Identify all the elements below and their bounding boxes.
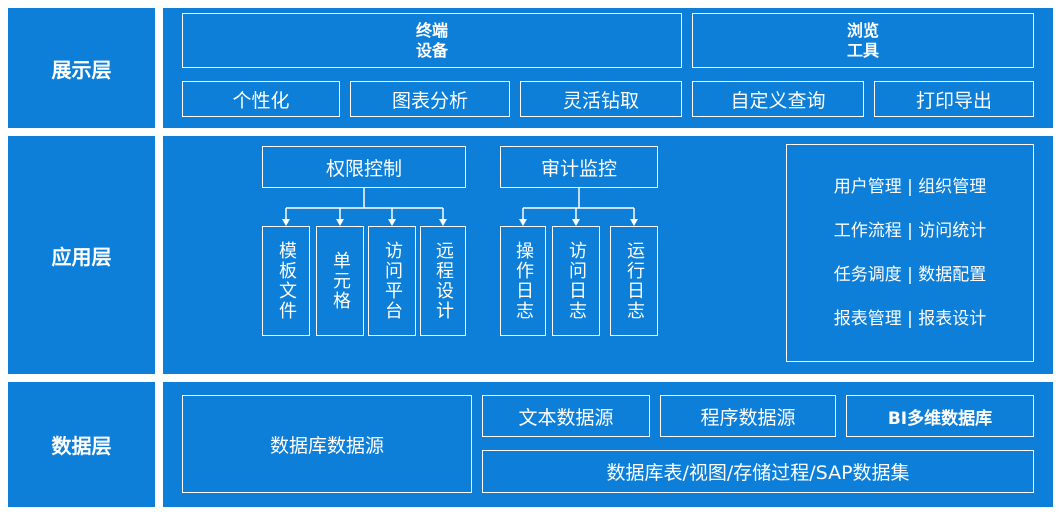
terminal-device-box: 终端 设备 xyxy=(182,13,682,68)
db-objects-box: 数据库表/视图/存储过程/SAP数据集 xyxy=(482,450,1034,493)
audit-monitor-box: 审计监控 xyxy=(500,146,658,188)
terminal-line-2: 设备 xyxy=(415,40,448,60)
feature-chart-analysis: 图表分析 xyxy=(350,81,510,117)
bi-database-box: BI多维数据库 xyxy=(846,395,1034,437)
list-item-schedule-config: 任务调度 | 数据配置 xyxy=(833,265,987,285)
data-layer-label-panel xyxy=(8,382,155,507)
list-item-workflow-stats: 工作流程 | 访问统计 xyxy=(833,221,987,241)
text-source-box: 文本数据源 xyxy=(482,395,650,437)
management-list-box: 用户管理 | 组织管理 工作流程 | 访问统计 任务调度 | 数据配置 报表管理… xyxy=(786,144,1034,362)
display-layer-label-panel xyxy=(8,8,155,128)
database-source-box: 数据库数据源 xyxy=(182,395,472,493)
display-layer-label: 展示层 xyxy=(51,57,112,82)
perm-template-file: 模板文件 xyxy=(262,226,310,336)
perm-remote-design: 远程设计 xyxy=(420,226,466,336)
data-layer-panel xyxy=(163,382,1053,507)
program-source-box: 程序数据源 xyxy=(660,395,836,437)
list-item-report-design: 报表管理 | 报表设计 xyxy=(833,309,987,329)
perm-cell: 单元格 xyxy=(316,226,364,336)
perm-access-platform: 访问平台 xyxy=(368,226,416,336)
feature-custom-query: 自定义查询 xyxy=(692,81,864,117)
feature-personalization: 个性化 xyxy=(182,81,340,117)
feature-drill-down: 灵活钻取 xyxy=(520,81,682,117)
permission-control-box: 权限控制 xyxy=(262,146,466,188)
audit-access-log: 访问日志 xyxy=(552,226,600,336)
audit-operation-log: 操作日志 xyxy=(500,226,546,336)
browser-line-1: 浏览 xyxy=(846,20,879,40)
feature-print-export: 打印导出 xyxy=(874,81,1034,117)
app-layer-label-panel xyxy=(8,136,155,374)
data-layer-label: 数据层 xyxy=(51,434,112,458)
audit-run-log: 运行日志 xyxy=(610,226,658,336)
display-layer-panel xyxy=(163,8,1053,128)
browser-line-2: 工具 xyxy=(846,40,879,60)
browser-tool-box: 浏览 工具 xyxy=(692,13,1034,68)
app-layer-label: 应用层 xyxy=(51,244,112,269)
terminal-line-1: 终端 xyxy=(415,20,448,40)
list-item-user-org: 用户管理 | 组织管理 xyxy=(833,177,987,197)
app-layer-panel xyxy=(163,136,1053,374)
